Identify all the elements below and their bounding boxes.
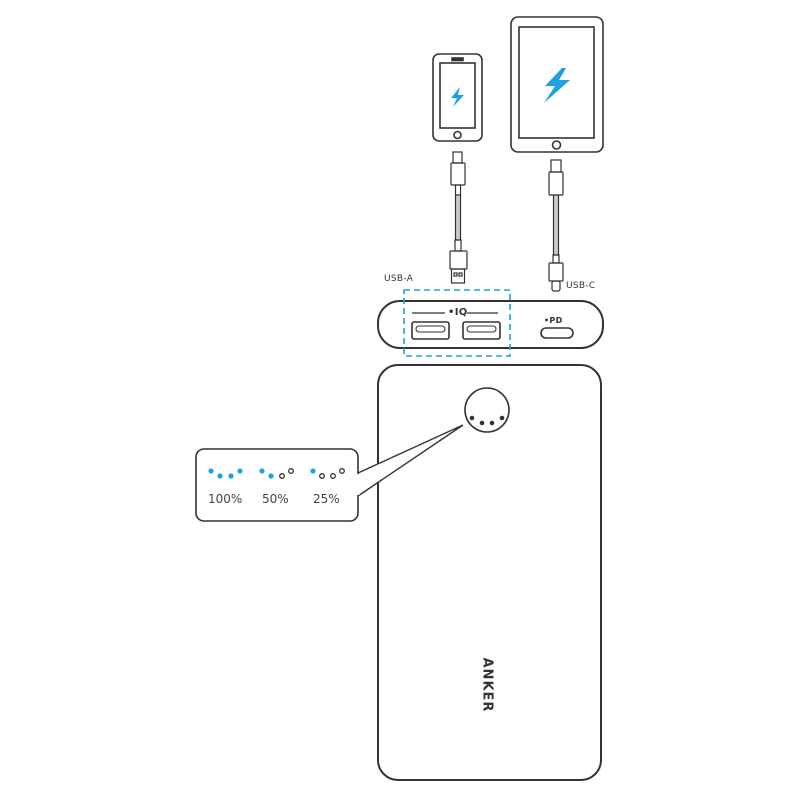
led-on-dot	[237, 468, 243, 474]
led-on-dot	[217, 473, 223, 479]
led-off-dot	[319, 473, 325, 479]
pd-label: •PD	[544, 316, 563, 325]
power-bank-top-view	[377, 289, 604, 357]
level-100-label: 100%	[208, 492, 243, 506]
usb-c-label: USB-C	[566, 281, 596, 291]
phone-icon	[432, 53, 483, 142]
battery-indicator-callout	[195, 424, 464, 522]
led-on-dot	[208, 468, 214, 474]
led-on-dot	[310, 468, 316, 474]
led-on-dot	[259, 468, 265, 474]
level-50-label: 50%	[262, 492, 289, 506]
usb-c-port	[540, 327, 574, 339]
power-button-icon	[464, 387, 510, 433]
power-bank-icon	[377, 364, 602, 781]
led-off-dot	[288, 468, 294, 474]
usb-c-cable-icon	[548, 159, 564, 292]
usb-a-port-2	[462, 321, 501, 340]
iq-label: •IQ	[448, 307, 468, 318]
usb-a-label: USB-A	[384, 274, 414, 284]
usb-a-cable-icon	[449, 151, 468, 284]
lightning-bolt-icon	[544, 68, 570, 103]
level-25-label: 25%	[313, 492, 340, 506]
led-off-dot	[279, 473, 285, 479]
lightning-bolt-icon	[451, 87, 464, 107]
led-off-dot	[339, 468, 345, 474]
led-off-dot	[330, 473, 336, 479]
iq-ports-highlight	[403, 289, 511, 357]
led-on-dot	[268, 473, 274, 479]
tablet-icon	[510, 16, 604, 153]
led-on-dot	[228, 473, 234, 479]
usb-a-port-1	[411, 321, 450, 340]
brand-logo: ANKER	[479, 657, 495, 713]
